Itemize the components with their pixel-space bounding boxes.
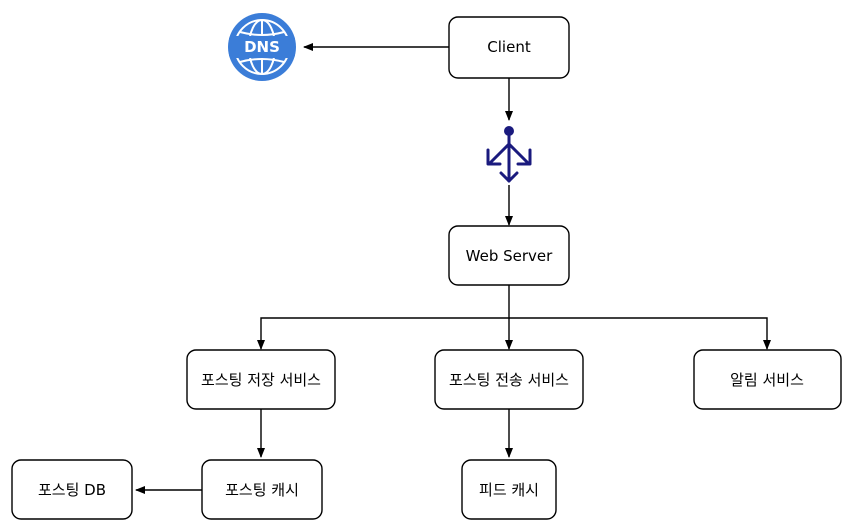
post-fanout-service-node[interactable]: 포스팅 전송 서비스 [434, 349, 584, 410]
feed-cache-node[interactable]: 피드 캐시 [461, 459, 557, 520]
edges [135, 43, 771, 494]
post-fanout-service-label: 포스팅 전송 서비스 [449, 371, 569, 389]
dns-icon: DNS [228, 13, 296, 81]
feed-cache-label: 피드 캐시 [479, 481, 539, 499]
post-cache-label: 포스팅 캐시 [225, 481, 299, 499]
post-db-node[interactable]: 포스팅 DB [11, 459, 133, 520]
web-server-node[interactable]: Web Server [448, 225, 570, 286]
post-storage-service-label: 포스팅 저장 서비스 [201, 371, 321, 389]
post-cache-node[interactable]: 포스팅 캐시 [201, 459, 323, 520]
web-server-label: Web Server [466, 247, 553, 265]
client-label: Client [487, 38, 531, 56]
load-balancer-icon [486, 126, 532, 183]
dns-label: DNS [244, 38, 280, 56]
client-node[interactable]: Client [448, 16, 570, 79]
post-storage-service-node[interactable]: 포스팅 저장 서비스 [186, 349, 336, 410]
edge-web-server-post-storage [257, 285, 510, 350]
notification-service-node[interactable]: 알림 서비스 [693, 349, 842, 410]
edge-web-server-notification [509, 317, 771, 350]
notification-service-label: 알림 서비스 [730, 371, 804, 389]
post-db-label: 포스팅 DB [38, 481, 106, 499]
